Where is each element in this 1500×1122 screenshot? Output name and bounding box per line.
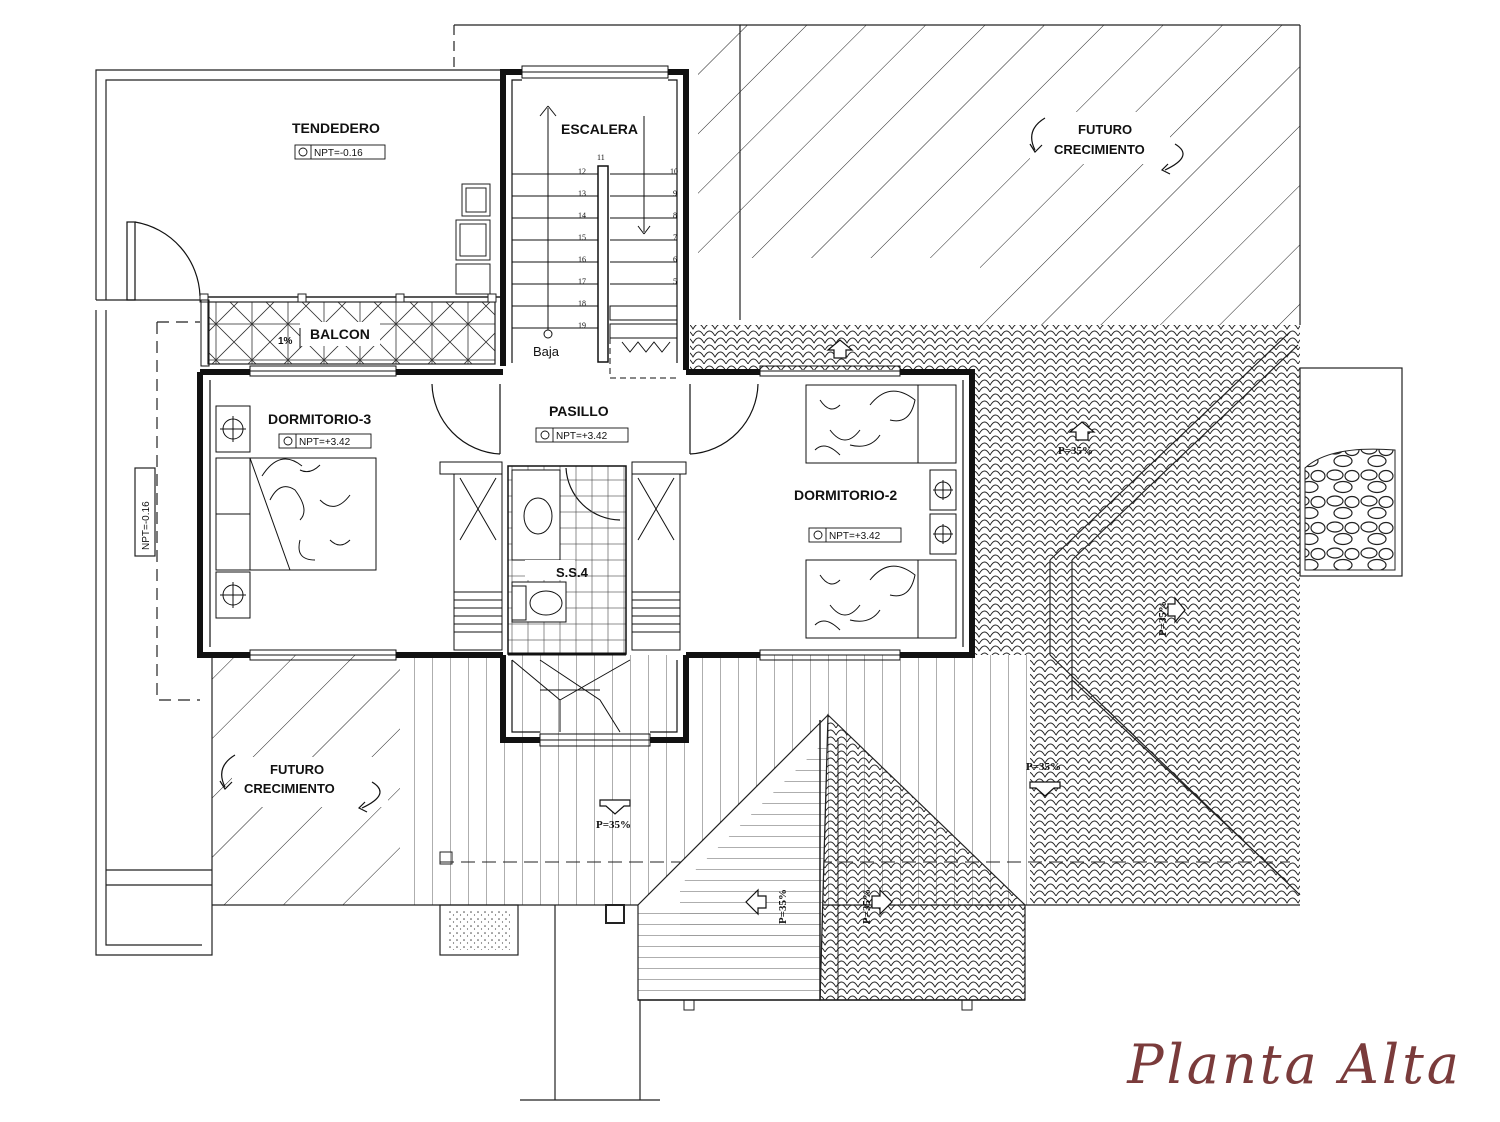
doors: [126, 221, 759, 521]
step-14: 14: [578, 211, 586, 220]
step-16: 16: [578, 255, 586, 264]
level-tags: [278, 144, 902, 543]
label-ss4: S.S.4: [556, 565, 589, 580]
label-dormitorio-2: DORMITORIO-2: [794, 487, 897, 503]
npt-dormitorio-3: NPT=+3.42: [299, 437, 351, 448]
step-18: 18: [578, 299, 586, 308]
step-6: 6: [673, 255, 677, 264]
label-futuro-top-1: FUTURO: [1078, 122, 1132, 137]
future-growth-area-top: [698, 24, 1301, 325]
walls: [197, 69, 975, 743]
label-futuro-top-2: CRECIMIENTO: [1054, 142, 1145, 157]
roof-right: [690, 325, 1301, 905]
roof-gable: [637, 713, 1026, 1011]
npt-pasillo: NPT=+3.42: [556, 431, 608, 442]
step-11: 11: [597, 153, 605, 162]
npt-tendedero: NPT=-0.16: [314, 148, 363, 159]
label-baja: Baja: [533, 344, 560, 359]
slope-label-6: P=35%: [861, 889, 873, 924]
label-futuro-bottom-2: CRECIMIENTO: [244, 781, 335, 796]
slope-label-1: P=35%: [1058, 445, 1093, 457]
label-dormitorio-3: DORMITORIO-3: [268, 411, 371, 427]
annex-outlines: [95, 24, 741, 1101]
step-5: 5: [673, 277, 677, 286]
step-13: 13: [578, 189, 586, 198]
slope-label-3: P=35%: [1026, 761, 1061, 773]
npt-side: NPT=-0.16: [141, 501, 152, 550]
closets: [439, 461, 687, 651]
future-growth-area-bottom: [212, 655, 400, 905]
roof-slope-labels: P=35% P=35% P=35% P=35% P=35% P=35%: [596, 445, 1169, 924]
slope-arrows: [599, 339, 1186, 916]
bed-dormitorio-3: [215, 405, 377, 619]
growth-arrows: [219, 117, 1184, 813]
stair-numbers: 12 13 14 15 16 17 18 19 11 10 9 8 7 6 5: [578, 153, 678, 330]
step-10: 10: [670, 167, 678, 176]
balcon-slope: 1%: [278, 336, 293, 347]
stairs: [511, 105, 678, 733]
step-12: 12: [578, 167, 586, 176]
label-tendedero: TENDEDERO: [292, 120, 380, 136]
step-19: 19: [578, 321, 586, 330]
step-9: 9: [673, 189, 677, 198]
step-15: 15: [578, 233, 586, 242]
balcony-floor: [199, 293, 500, 365]
laundry-sinks: [455, 183, 491, 295]
windows: [200, 65, 901, 747]
label-escalera: ESCALERA: [561, 121, 638, 137]
npt-dormitorio-2: NPT=+3.42: [829, 531, 881, 542]
step-8: 8: [673, 211, 677, 220]
bathroom: [507, 465, 627, 656]
label-pasillo: PASILLO: [549, 403, 609, 419]
step-17: 17: [578, 277, 586, 286]
stone-planter: [1299, 367, 1403, 577]
slope-label-5: P=35%: [777, 889, 789, 924]
beds-dormitorio-2: [805, 384, 957, 639]
plan-title: Planta Alta: [1127, 1033, 1462, 1096]
label-futuro-bottom-1: FUTURO: [270, 762, 324, 777]
slope-label-2: P=35%: [1157, 601, 1169, 636]
label-balcon: BALCON: [310, 326, 370, 342]
wall-inner-lines: [209, 79, 964, 733]
step-7: 7: [673, 233, 677, 242]
slope-label-4: P=35%: [596, 819, 631, 831]
